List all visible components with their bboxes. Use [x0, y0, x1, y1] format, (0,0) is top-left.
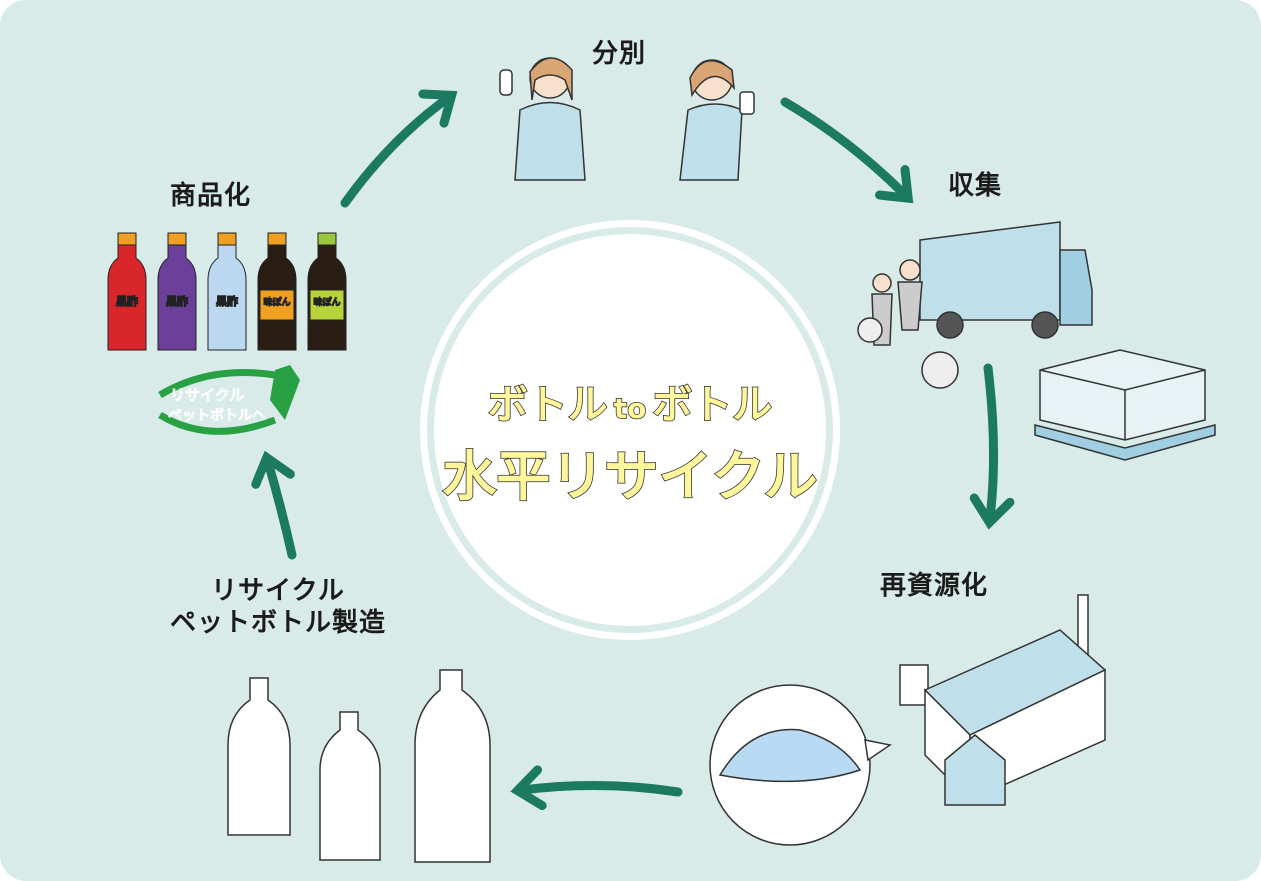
product-bottle: 味ぽん	[307, 232, 347, 351]
center-title-line2: 水平リサイクル	[442, 444, 819, 509]
people-sorting-illustration	[499, 57, 755, 181]
product-bottle: 味ぽん	[257, 232, 297, 351]
step-bottle-making: リサイクル ペットボトル製造	[170, 575, 386, 639]
arrow-to-collection	[780, 97, 914, 204]
product-label: 黒酢	[116, 294, 138, 308]
product-bottle: 黒酢	[207, 232, 247, 351]
product-label: 黒酢	[216, 294, 238, 308]
arrow-to-commercialization	[251, 450, 297, 560]
product-label: 味ぽん	[313, 296, 340, 308]
pet-bottles-illustration	[227, 669, 491, 863]
step-sorting: 分別	[592, 39, 647, 69]
logo-line1: リサイクル	[170, 386, 244, 404]
recycle-logo: リサイクル ペットボトルへ	[158, 365, 300, 435]
step-recycling: 再資源化	[880, 571, 989, 601]
product-label: 黒酢	[166, 294, 188, 308]
factory-illustration	[899, 594, 1107, 806]
product-bottle: 黒酢	[107, 232, 147, 351]
arrow-to-recycling	[969, 363, 1015, 530]
garbage-truck-illustration	[857, 221, 1093, 389]
step-bottle-making-line2: ペットボトル製造	[170, 608, 387, 638]
product-bottles: 黒酢 黒酢 黒酢 味ぽん 味ぽん	[107, 232, 347, 351]
logo-line2: ペットボトルへ	[168, 408, 266, 424]
pet-flakes-bubble-illustration	[709, 684, 892, 846]
arrow-to-bottle-making	[510, 765, 683, 811]
center-circle	[420, 220, 840, 640]
center-bottle-b: ボトル	[652, 381, 774, 429]
product-label: 味ぽん	[263, 296, 290, 308]
arrow-to-sorting	[340, 89, 458, 208]
compressed-bales-illustration	[1034, 349, 1216, 461]
step-commercialization: 商品化	[170, 181, 252, 211]
step-collection: 収集	[948, 171, 1003, 201]
step-bottle-making-line1: リサイクル	[211, 576, 345, 606]
product-bottle: 黒酢	[157, 232, 197, 351]
center-to: to	[613, 391, 647, 426]
center-bottle-a: ボトル	[487, 381, 609, 429]
